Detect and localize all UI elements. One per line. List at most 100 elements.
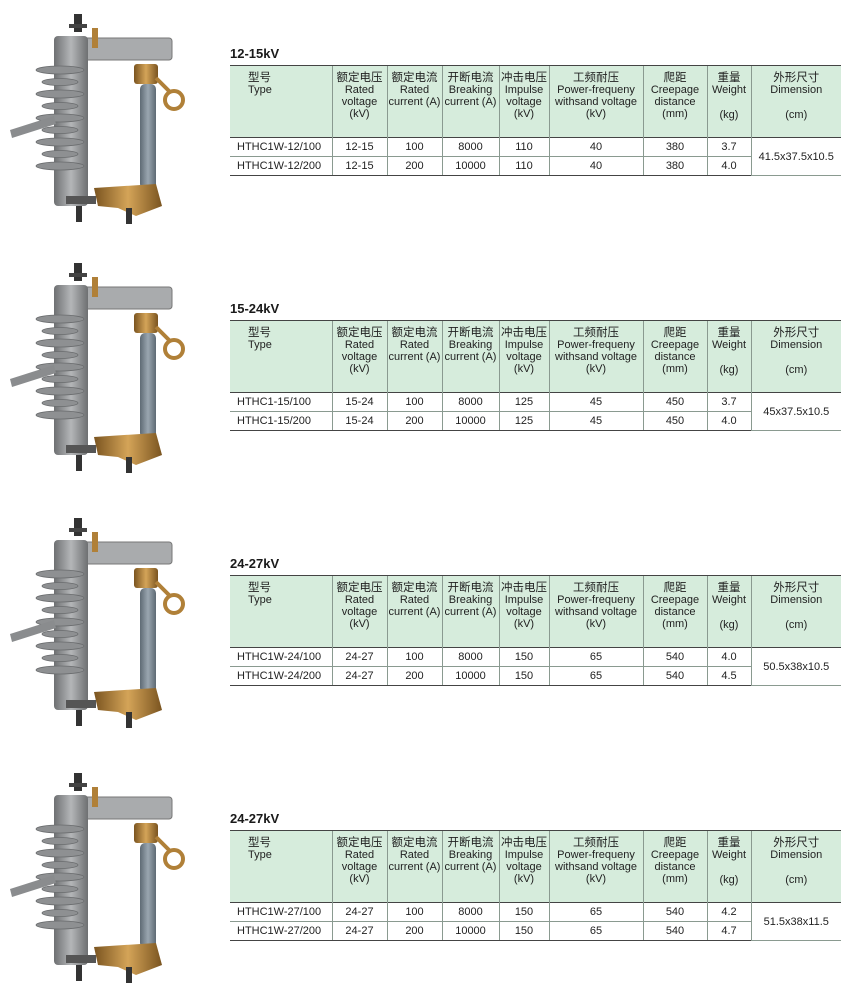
cell-impulse-voltage: 110	[498, 137, 549, 157]
cell-impulse-voltage: 150	[498, 921, 549, 941]
cell-type: HTHC1W-27/100	[230, 902, 332, 922]
cell-creepage: 450	[642, 411, 707, 431]
cell-impulse-voltage: 150	[498, 902, 549, 922]
cell-type: HTHC1W-12/200	[230, 156, 332, 176]
cell-creepage: 540	[642, 921, 707, 941]
cell-power-freq: 65	[548, 921, 643, 941]
cell-power-freq: 45	[548, 411, 643, 431]
cell-type: HTHC1W-24/200	[230, 666, 332, 686]
cell-impulse-voltage: 150	[498, 666, 549, 686]
cell-impulse-voltage: 150	[498, 647, 549, 667]
voltage-class-heading: 24-27kV	[230, 556, 280, 571]
cell-dimension: 50.5x38x10.5	[750, 647, 841, 686]
cell-dimension: 51.5x38x11.5	[750, 902, 841, 941]
drop-out-fuse-cutout-icon	[8, 516, 185, 730]
cell-creepage: 540	[642, 647, 707, 667]
cell-dimension: 45x37.5x10.5	[750, 392, 841, 431]
cell-rated-current: 200	[386, 921, 442, 941]
cell-breaking-current: 10000	[441, 156, 499, 176]
cell-type: HTHC1-15/100	[230, 392, 332, 412]
cell-impulse-voltage: 125	[498, 411, 549, 431]
cell-creepage: 540	[642, 902, 707, 922]
cell-breaking-current: 8000	[441, 902, 499, 922]
cell-power-freq: 65	[548, 666, 643, 686]
voltage-class-heading: 24-27kV	[230, 811, 280, 826]
cell-type: HTHC1W-27/200	[230, 921, 332, 941]
cell-impulse-voltage: 125	[498, 392, 549, 412]
cell-rated-voltage: 12-15	[331, 156, 387, 176]
cell-creepage: 380	[642, 156, 707, 176]
cell-creepage: 540	[642, 666, 707, 686]
cell-rated-current: 100	[386, 902, 442, 922]
cell-breaking-current: 8000	[441, 647, 499, 667]
cell-rated-current: 200	[386, 156, 442, 176]
voltage-class-heading: 15-24kV	[230, 301, 280, 316]
cell-creepage: 380	[642, 137, 707, 157]
cell-rated-voltage: 24-27	[331, 666, 387, 686]
cell-power-freq: 40	[548, 137, 643, 157]
cell-rated-current: 200	[386, 411, 442, 431]
cell-rated-voltage: 12-15	[331, 137, 387, 157]
drop-out-fuse-cutout-icon	[8, 12, 185, 226]
cell-dimension: 41.5x37.5x10.5	[750, 137, 841, 176]
cell-weight: 3.7	[706, 392, 751, 412]
cell-breaking-current: 8000	[441, 137, 499, 157]
cell-power-freq: 40	[548, 156, 643, 176]
cell-impulse-voltage: 110	[498, 156, 549, 176]
cell-weight: 4.0	[706, 647, 751, 667]
cell-rated-voltage: 15-24	[331, 411, 387, 431]
cell-type: HTHC1-15/200	[230, 411, 332, 431]
cell-power-freq: 65	[548, 902, 643, 922]
cell-breaking-current: 10000	[441, 666, 499, 686]
cell-weight: 4.2	[706, 902, 751, 922]
voltage-class-heading: 12-15kV	[230, 46, 280, 61]
cell-power-freq: 45	[548, 392, 643, 412]
cell-rated-voltage: 15-24	[331, 392, 387, 412]
cell-type: HTHC1W-12/100	[230, 137, 332, 157]
cell-power-freq: 65	[548, 647, 643, 667]
cell-weight: 3.7	[706, 137, 751, 157]
cell-weight: 4.0	[706, 156, 751, 176]
